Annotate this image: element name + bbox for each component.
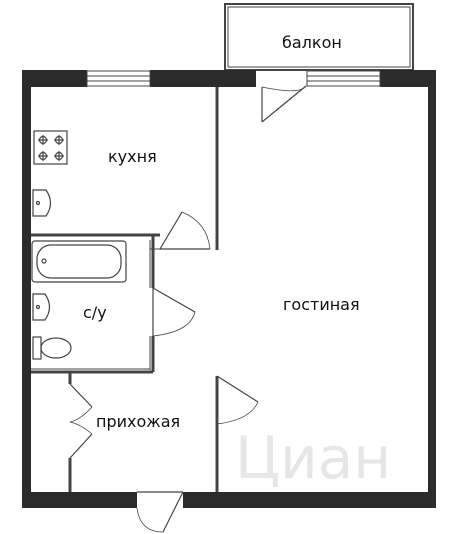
doors: [69, 85, 307, 533]
interior-walls: [31, 87, 219, 492]
wall-top-mid: [150, 70, 256, 87]
room-label-living-room: гостиная: [283, 295, 360, 314]
bathtub-icon: [31, 240, 127, 283]
entrance-door: [136, 491, 184, 533]
living-door: [216, 375, 259, 425]
balcony-door: [261, 85, 307, 123]
bathroom-door: [152, 287, 196, 337]
kitchen-window: [86, 70, 151, 87]
closet-doors: [69, 383, 93, 459]
kitchen-door: [159, 211, 211, 250]
stove-icon: [33, 130, 68, 165]
balcony: [224, 3, 414, 71]
living-window: [306, 70, 381, 87]
wall-bottom-right: [183, 492, 436, 508]
windows: [86, 70, 381, 87]
watermark: Циан: [235, 424, 391, 492]
wall-bottom-left: [22, 492, 137, 508]
wall-top-right: [380, 70, 436, 87]
exterior-walls: [22, 70, 436, 508]
wall-right: [428, 70, 436, 508]
room-label-bathroom: с/у: [83, 303, 107, 322]
wall-top-left: [22, 70, 87, 87]
toilet-icon: [32, 336, 72, 360]
balcony-outline: [224, 3, 414, 71]
room-label-balcony: балкон: [282, 33, 342, 52]
wall-left: [22, 70, 31, 508]
room-label-kitchen: кухня: [108, 147, 157, 166]
washbasin-icon: [32, 293, 51, 321]
room-label-hallway: прихожая: [96, 412, 180, 431]
kitchen-sink-icon: [32, 189, 52, 217]
